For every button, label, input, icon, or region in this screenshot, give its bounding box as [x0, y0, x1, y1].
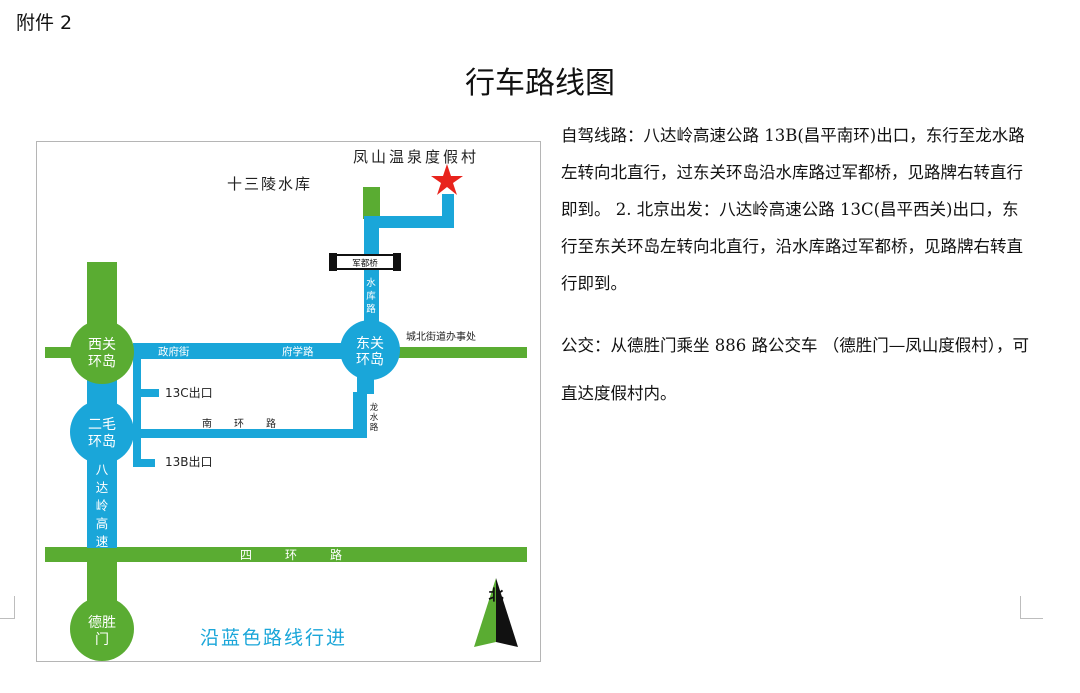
route-map: 凤山温泉度假村 十三陵水库 军都桥 水 库 路 城北街道办事处 西关 环岛 东关…: [36, 141, 541, 662]
exit-13b-ramp: [133, 459, 155, 467]
shuiku-road: [364, 219, 379, 341]
dongguan-roundabout: [340, 320, 400, 380]
longshui-road-label-3: 路: [370, 422, 379, 433]
dongguan-label-1: 东关: [356, 336, 384, 352]
nanhuan-road-label-3: 路: [266, 417, 276, 430]
zhengfu-fuxue-road: [133, 343, 368, 359]
driving-directions: 自驾线路：八达岭高速公路 13B(昌平南环)出口，东行至龙水路左转向北直行，过东…: [561, 126, 1025, 293]
xiguan-label-1: 西关: [88, 337, 116, 353]
reservoir-label: 十三陵水库: [227, 175, 312, 193]
bridge-cap-right: [393, 253, 401, 271]
longshui-road-label-2: 水: [370, 412, 379, 423]
directions: 自驾线路：八达岭高速公路 13B(昌平南环)出口，东行至龙水路左转向北直行，过东…: [561, 117, 1031, 418]
page-corner-left: [0, 596, 15, 619]
xiguan-roundabout: [70, 320, 134, 384]
map-labels: 凤山温泉度假村 十三陵水库 军都桥 水 库 路 城北街道办事处 西关 环岛 东关…: [88, 148, 504, 649]
route-map-drawing: 凤山温泉度假村 十三陵水库 军都桥 水 库 路 城北街道办事处 西关 环岛 东关…: [45, 148, 527, 661]
resort-label: 凤山温泉度假村: [353, 148, 479, 166]
bus-directions: 公交：从德胜门乘坐 886 路公交车 （德胜门—凤山度假村），可直达度假村内。: [561, 336, 1029, 403]
nanhuan-road-label-2: 环: [234, 419, 244, 430]
ermao-roundabout: [70, 400, 134, 464]
route-guide-text: 沿蓝色路线行进: [200, 627, 347, 649]
shuiku-road-label-1: 水: [366, 277, 376, 289]
badaling-label-5: 速: [96, 534, 109, 549]
exit-13b-label: 13B出口: [165, 455, 213, 469]
reservoir-stub: [363, 187, 380, 219]
shuiku-road-label-3: 路: [366, 303, 376, 315]
bridge-label: 军都桥: [352, 258, 378, 269]
zhengfu-street-label: 政府街: [158, 345, 190, 358]
badaling-label-3: 岭: [96, 498, 109, 513]
deshengmen-roundabout: [70, 597, 134, 661]
north-label: 北: [488, 586, 503, 604]
ermao-label-1: 二毛: [88, 417, 116, 433]
sihuan-road-label-2: 环: [285, 548, 297, 562]
sihuan-road: [45, 547, 527, 562]
sihuan-road-label-3: 路: [330, 547, 342, 562]
page-corner-right: [1020, 596, 1043, 619]
badaling-label-1: 八: [96, 462, 109, 477]
longshui-road-label-1: 龙: [370, 402, 379, 413]
north-arrow-shadow: [496, 578, 518, 647]
resort-link-horizontal: [364, 216, 454, 228]
deshengmen-label-2: 门: [95, 632, 109, 648]
north-arrow-icon: [474, 578, 496, 647]
exit-connector: [133, 359, 141, 467]
destination-star-icon: [431, 164, 463, 195]
shuiku-road-label-2: 库: [366, 290, 376, 302]
bridge-cap-left: [329, 253, 337, 271]
badaling-label-4: 高: [96, 516, 109, 531]
xiguan-label-2: 环岛: [88, 354, 116, 370]
badaling-label-2: 达: [96, 480, 109, 495]
chengbei-office-label: 城北街道办事处: [406, 330, 476, 343]
exit-13c-ramp: [133, 389, 159, 397]
nanhuan-road-label-1: 南: [202, 417, 212, 430]
sihuan-road-label-1: 四: [240, 548, 252, 562]
nanhuan-road: [133, 429, 367, 438]
page-title: 行车路线图: [465, 66, 615, 101]
attachment-label: 附件 2: [16, 12, 73, 34]
fuxue-road-label: 府学路: [282, 345, 314, 358]
deshengmen-label-1: 德胜: [88, 615, 116, 631]
exit-13c-label: 13C出口: [165, 386, 213, 400]
dongguan-label-2: 环岛: [356, 352, 384, 368]
resort-link-vertical: [442, 194, 454, 228]
longshui-lower: [353, 392, 367, 438]
ermao-label-2: 环岛: [88, 434, 116, 450]
blue-route: [87, 194, 454, 548]
